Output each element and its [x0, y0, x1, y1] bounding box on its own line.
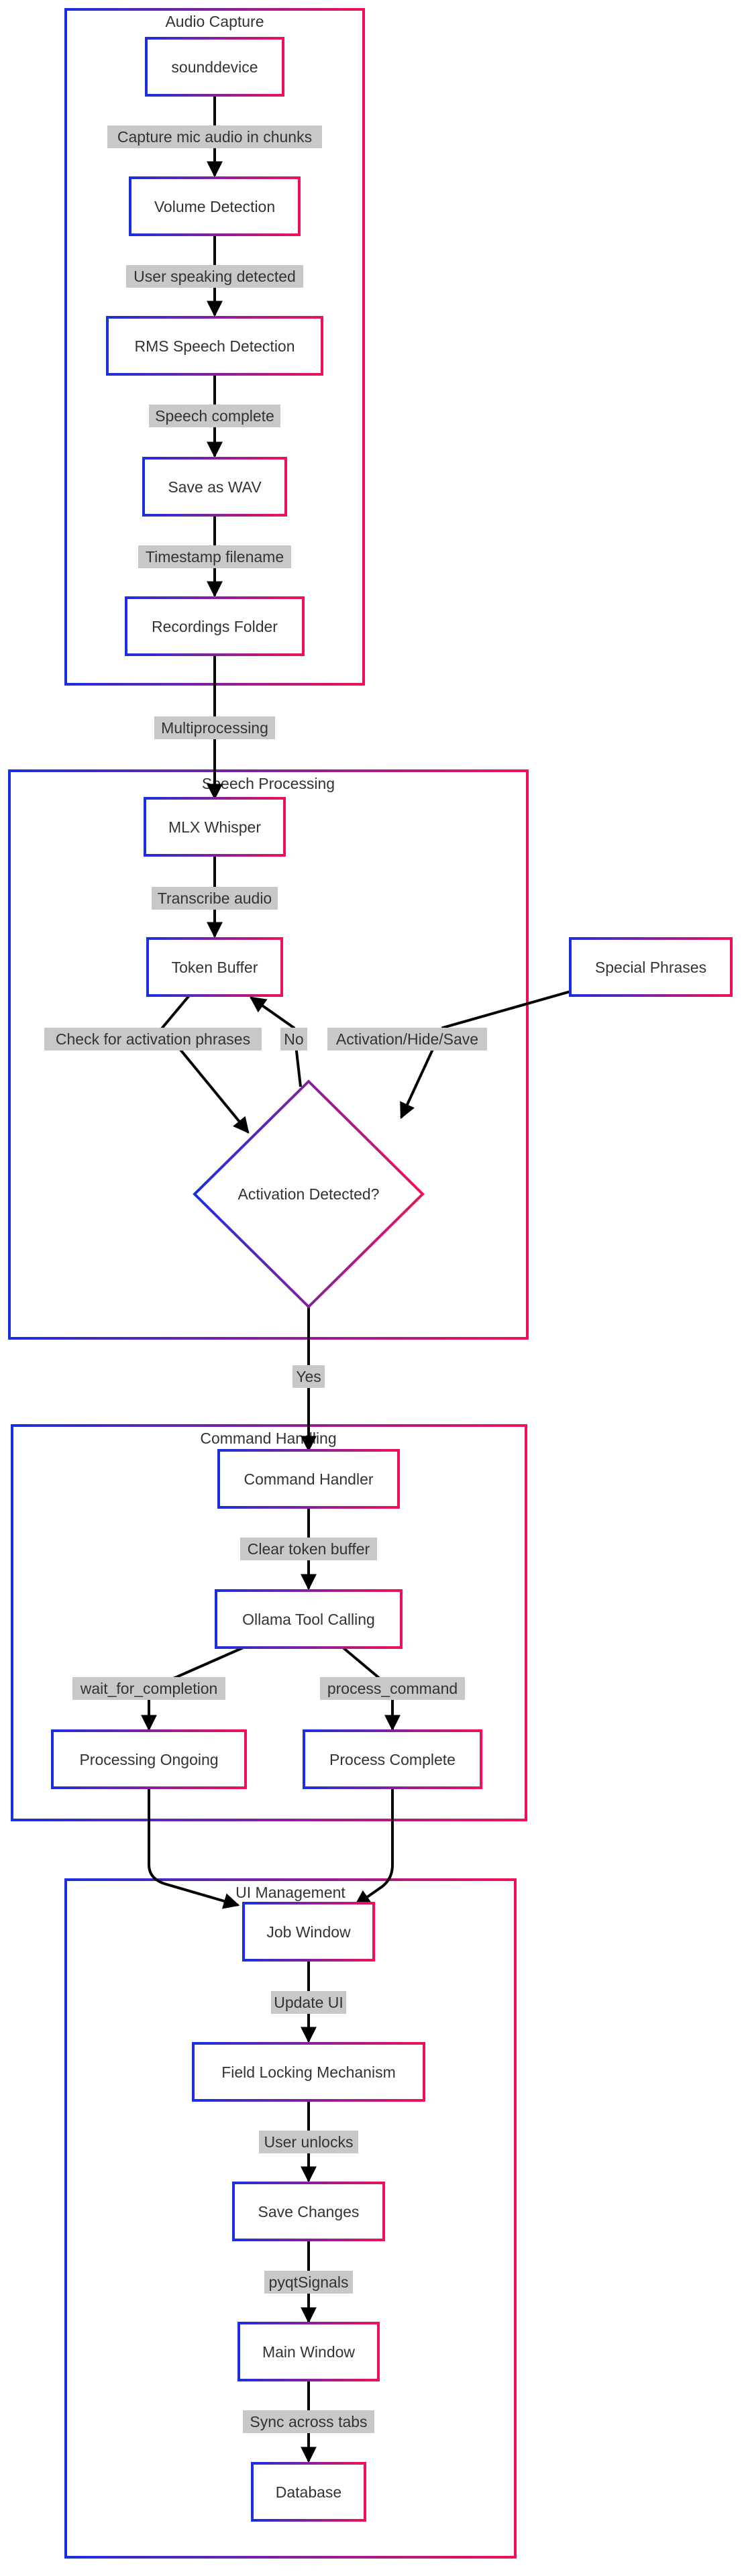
edge-special-activation: [400, 990, 571, 1120]
node-label-mlx-whisper: MLX Whisper: [168, 818, 261, 836]
node-rms-speech-detection[interactable]: RMS Speech Detection: [106, 316, 323, 376]
group-title-ui-management: UI Management: [235, 1884, 346, 1901]
nodes: sounddevice Volume Detection RMS Speech …: [51, 37, 733, 2522]
node-process-complete[interactable]: Process Complete: [303, 1729, 482, 1789]
svg-text:Yes: Yes: [296, 1368, 321, 1385]
edge-label-multiprocessing: Multiprocessing: [154, 716, 275, 739]
group-title-audio-capture: Audio Capture: [165, 13, 264, 30]
svg-text:Transcribe audio: Transcribe audio: [158, 890, 272, 907]
node-mlx-whisper[interactable]: MLX Whisper: [144, 797, 286, 857]
svg-text:Activation/Hide/Save: Activation/Hide/Save: [336, 1030, 478, 1048]
edge-label-process-command: process_command: [320, 1677, 465, 1700]
svg-text:User unlocks: User unlocks: [264, 2133, 354, 2151]
node-activation-detected[interactable]: Activation Detected?: [193, 1079, 425, 1309]
node-processing-ongoing[interactable]: Processing Ongoing: [51, 1729, 247, 1789]
edge-label-clear: Clear token buffer: [240, 1538, 377, 1560]
node-label-process-complete: Process Complete: [329, 1751, 456, 1768]
edge-label-check: Check for activation phrases: [44, 1028, 262, 1051]
edge-ongoing-jobwin: [148, 1788, 240, 1909]
node-label-database: Database: [276, 2483, 341, 2501]
edge-label-yes: Yes: [293, 1365, 325, 1388]
node-job-window[interactable]: Job Window: [242, 1902, 375, 1962]
node-label-save-changes: Save Changes: [258, 2203, 360, 2220]
svg-text:User speaking detected: User speaking detected: [134, 268, 296, 285]
edge-label-speech-complete: Speech complete: [149, 405, 280, 427]
svg-text:Speech complete: Speech complete: [155, 407, 274, 425]
svg-text:Clear token buffer: Clear token buffer: [248, 1540, 370, 1558]
node-field-locking-mechanism[interactable]: Field Locking Mechanism: [192, 2042, 425, 2102]
edges: [141, 95, 571, 2463]
node-label-ollama-tool-calling: Ollama Tool Calling: [242, 1611, 375, 1628]
edge-label-capture: Capture mic audio in chunks: [107, 125, 322, 148]
node-save-changes[interactable]: Save Changes: [232, 2182, 385, 2241]
node-label-recordings-folder: Recordings Folder: [152, 618, 278, 635]
node-label-job-window: Job Window: [266, 1923, 351, 1941]
edge-labels: Capture mic audio in chunks User speakin…: [44, 125, 487, 2433]
edge-label-user-unlocks: User unlocks: [259, 2131, 358, 2153]
group-speech-processing: Speech Processing: [8, 769, 529, 1340]
node-sounddevice[interactable]: sounddevice: [145, 37, 284, 97]
node-special-phrases[interactable]: Special Phrases: [569, 937, 733, 997]
edge-label-wait: wait_for_completion: [72, 1677, 225, 1700]
node-token-buffer[interactable]: Token Buffer: [146, 937, 283, 997]
edge-label-timestamp: Timestamp filename: [138, 545, 291, 568]
node-label-processing-ongoing: Processing Ongoing: [79, 1751, 218, 1768]
node-command-handler[interactable]: Command Handler: [217, 1449, 400, 1509]
edge-token-activation: [160, 994, 250, 1134]
edge-complete-jobwin: [354, 1788, 394, 1907]
svg-text:wait_for_completion: wait_for_completion: [80, 1680, 218, 1697]
node-label-token-buffer: Token Buffer: [172, 959, 258, 976]
edge-label-no: No: [280, 1028, 307, 1051]
node-volume-detection[interactable]: Volume Detection: [129, 176, 301, 236]
node-ollama-tool-calling[interactable]: Ollama Tool Calling: [215, 1589, 403, 1649]
node-label-volume-detection: Volume Detection: [154, 198, 275, 215]
group-title-speech-processing: Speech Processing: [202, 775, 335, 792]
edge-label-activation-hide-save: Activation/Hide/Save: [327, 1028, 487, 1051]
node-label-save-as-wav: Save as WAV: [168, 478, 262, 496]
node-label-field-locking-mechanism: Field Locking Mechanism: [221, 2063, 396, 2081]
node-label-special-phrases: Special Phrases: [595, 959, 706, 976]
svg-text:No: No: [284, 1030, 303, 1048]
edge-label-speaking: User speaking detected: [126, 265, 303, 288]
svg-text:Capture mic audio in chunks: Capture mic audio in chunks: [117, 128, 312, 146]
svg-text:Timestamp filename: Timestamp filename: [146, 548, 284, 566]
edge-label-pyqt: pyqtSignals: [264, 2271, 353, 2294]
svg-text:Sync across tabs: Sync across tabs: [250, 2413, 367, 2430]
node-label-rms-speech-detection: RMS Speech Detection: [134, 337, 295, 355]
group-ui-management: UI Management: [64, 1878, 517, 2559]
svg-text:Check for activation phrases: Check for activation phrases: [56, 1030, 250, 1048]
edge-label-sync: Sync across tabs: [243, 2410, 374, 2433]
node-save-as-wav[interactable]: Save as WAV: [142, 457, 287, 517]
svg-text:pyqtSignals: pyqtSignals: [269, 2273, 349, 2291]
edge-label-update-ui: Update UI: [271, 1991, 346, 2014]
node-label-sounddevice: sounddevice: [171, 58, 258, 76]
node-recordings-folder[interactable]: Recordings Folder: [125, 596, 305, 656]
group-title-command-handling: Command Handling: [200, 1430, 336, 1447]
node-label-command-handler: Command Handler: [244, 1470, 373, 1488]
node-database[interactable]: Database: [251, 2462, 366, 2522]
edge-label-transcribe: Transcribe audio: [152, 887, 278, 910]
svg-text:Update UI: Update UI: [274, 1994, 343, 2011]
node-label-activation-detected: Activation Detected?: [238, 1185, 380, 1203]
svg-text:process_command: process_command: [327, 1680, 458, 1697]
node-main-window[interactable]: Main Window: [237, 2322, 380, 2381]
node-label-main-window: Main Window: [262, 2343, 355, 2361]
svg-text:Multiprocessing: Multiprocessing: [161, 719, 268, 737]
